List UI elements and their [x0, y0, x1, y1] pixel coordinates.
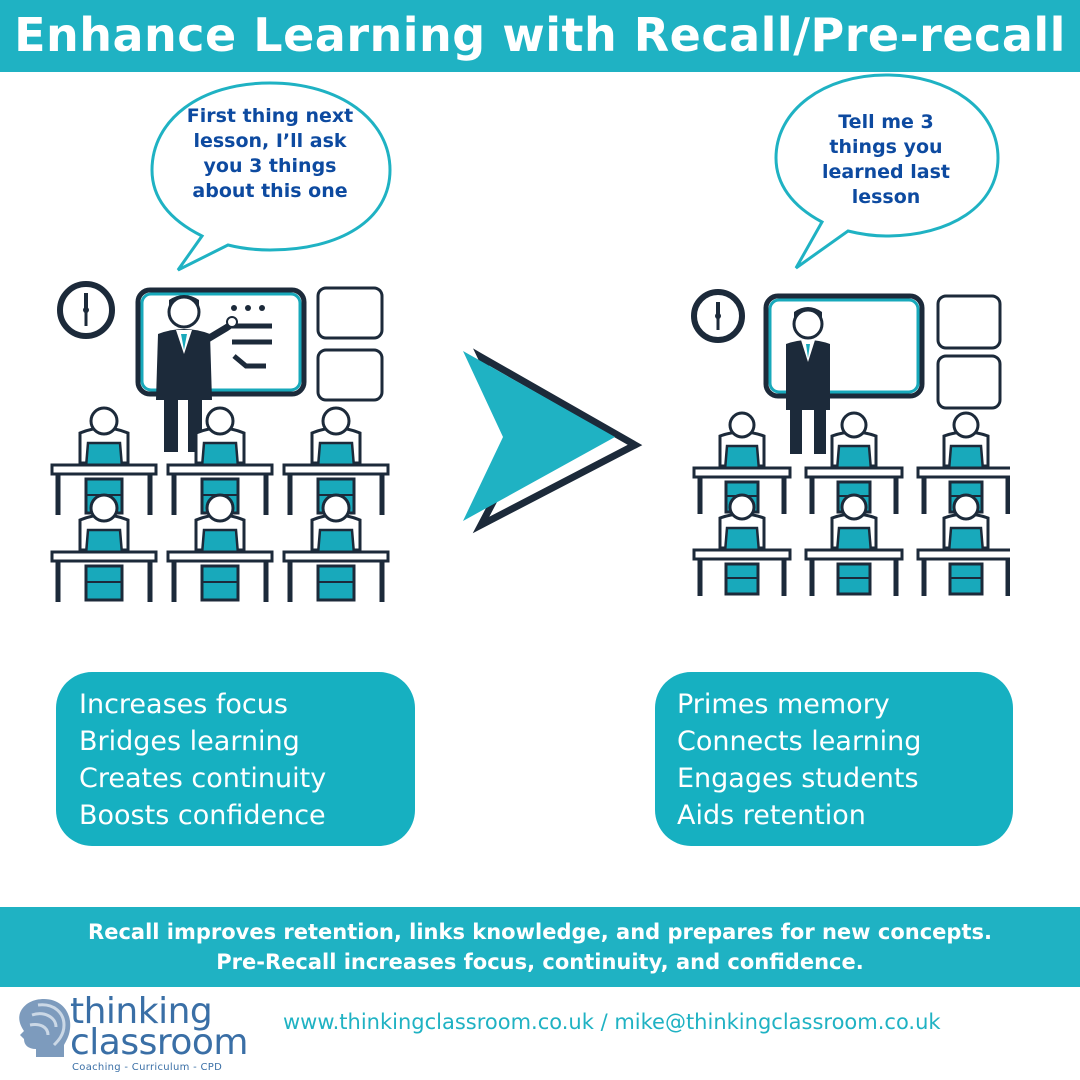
speech-line: Tell me 3	[838, 111, 934, 133]
speech-line: lesson, I’ll ask	[193, 130, 347, 152]
summary-line: Recall improves retention, links knowled…	[88, 920, 992, 944]
summary-line: Pre-Recall increases focus, continuity, …	[216, 950, 864, 974]
speech-line: First thing next	[186, 105, 354, 127]
student-desk	[52, 493, 156, 602]
wall-panel	[936, 294, 1002, 350]
benefit-item: Boosts confidence	[79, 800, 326, 831]
student-desk	[806, 493, 902, 596]
benefit-item: Primes memory	[677, 689, 890, 720]
wall-panel	[316, 286, 384, 340]
brand-name-line2: classroom	[70, 1022, 249, 1063]
left-classroom-illustration	[40, 281, 400, 610]
benefit-item: Connects learning	[677, 726, 922, 757]
student-desk	[694, 493, 790, 596]
wall-clock-icon	[691, 289, 745, 343]
student-desk	[284, 493, 388, 602]
right-speech-text: Tell me 3 things you learned last lesson	[788, 110, 984, 210]
left-speech-text: First thing next lesson, I’ll ask you 3 …	[160, 104, 380, 204]
title-banner	[0, 0, 1080, 72]
benefit-item: Increases focus	[79, 689, 288, 720]
brand-tagline: Coaching - Curriculum - CPD	[72, 1062, 223, 1073]
brand-name-line1: thinking	[70, 991, 213, 1032]
teacher-figure	[156, 295, 238, 452]
benefit-item: Creates continuity	[79, 763, 327, 794]
wall-panel	[936, 354, 1002, 410]
student-desk	[918, 493, 1010, 596]
right-speech-bubble	[774, 73, 1000, 270]
teacher-figure	[786, 307, 830, 454]
arrow-right-icon	[463, 348, 643, 534]
speech-line: you 3 things	[203, 155, 337, 177]
left-speech-bubble	[150, 81, 392, 272]
contact-links[interactable]: www.thinkingclassroom.co.uk / mike@think…	[283, 1010, 941, 1034]
benefit-item: Aids retention	[677, 800, 866, 831]
benefit-item: Bridges learning	[79, 726, 300, 757]
wall-clock-icon	[57, 281, 115, 339]
left-benefits-box: Increases focus Bridges learning Creates…	[56, 672, 415, 846]
right-benefits-box: Primes memory Connects learning Engages …	[655, 672, 1013, 846]
benefit-item: Engages students	[677, 763, 919, 794]
student-desk	[168, 493, 272, 602]
summary-banner: Recall improves retention, links knowled…	[0, 907, 1080, 987]
speech-line: things you	[829, 136, 943, 158]
wall-panel	[316, 348, 384, 402]
speech-line: lesson	[851, 186, 921, 208]
head-logo-icon	[19, 999, 71, 1057]
page-title: Enhance Learning with Recall/Pre-recall	[14, 8, 1066, 62]
speech-line: about this one	[192, 180, 348, 202]
speech-line: learned last	[822, 161, 950, 183]
right-classroom-illustration	[691, 289, 1010, 610]
